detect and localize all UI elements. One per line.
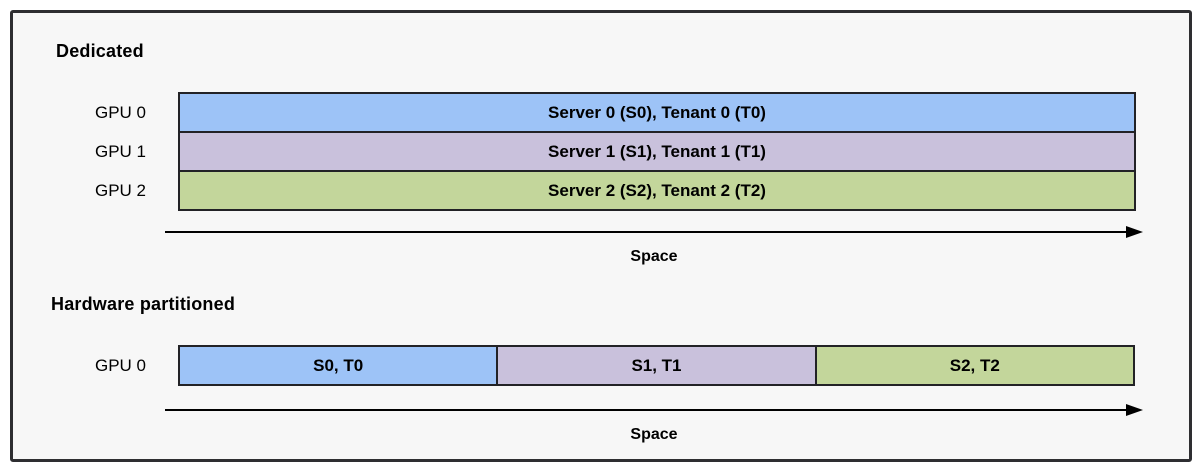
dedicated-bar-gpu0: Server 0 (S0), Tenant 0 (T0) (178, 92, 1136, 133)
dedicated-gpu2-label: GPU 2 (94, 180, 146, 200)
partitioned-gpu0-label: GPU 0 (94, 355, 146, 375)
arrow-shaft (165, 408, 1126, 412)
partitioned-section-title: Hardware partitioned (51, 294, 236, 314)
partitioned-bar-gpu0: S0, T0 S1, T1 S2, T2 (178, 345, 1135, 386)
dedicated-bar-gpu1: Server 1 (S1), Tenant 1 (T1) (178, 131, 1136, 172)
dedicated-space-axis-label: Space (630, 248, 678, 265)
dedicated-section-title: Dedicated (56, 41, 144, 61)
dedicated-bar-gpu0-label: Server 0 (S0), Tenant 0 (T0) (548, 102, 766, 122)
partitioned-segment-s1t1-label: S1, T1 (631, 355, 682, 375)
arrow-head-icon (1126, 226, 1143, 238)
partitioned-segment-s2t2: S2, T2 (814, 345, 1135, 386)
dedicated-gpu0-label: GPU 0 (94, 102, 146, 122)
partitioned-space-axis-arrow (165, 403, 1143, 417)
partitioned-segment-s0t0-label: S0, T0 (313, 355, 364, 375)
diagram-frame: Dedicated GPU 0 GPU 1 GPU 2 Server 0 (S0… (10, 10, 1192, 462)
partitioned-space-axis-label: Space (630, 426, 678, 443)
dedicated-space-axis-arrow (165, 225, 1143, 239)
arrow-head-icon (1126, 404, 1143, 416)
dedicated-bar-gpu1-label: Server 1 (S1), Tenant 1 (T1) (548, 141, 766, 161)
partitioned-segment-s0t0: S0, T0 (178, 345, 499, 386)
partitioned-segment-s2t2-label: S2, T2 (949, 355, 1000, 375)
dedicated-bar-gpu2: Server 2 (S2), Tenant 2 (T2) (178, 170, 1136, 211)
dedicated-bar-gpu2-label: Server 2 (S2), Tenant 2 (T2) (548, 180, 766, 200)
arrow-shaft (165, 230, 1126, 234)
partitioned-segment-s1t1: S1, T1 (496, 345, 817, 386)
dedicated-gpu1-label: GPU 1 (94, 141, 146, 161)
dedicated-bar-stack: Server 0 (S0), Tenant 0 (T0) Server 1 (S… (178, 92, 1136, 211)
